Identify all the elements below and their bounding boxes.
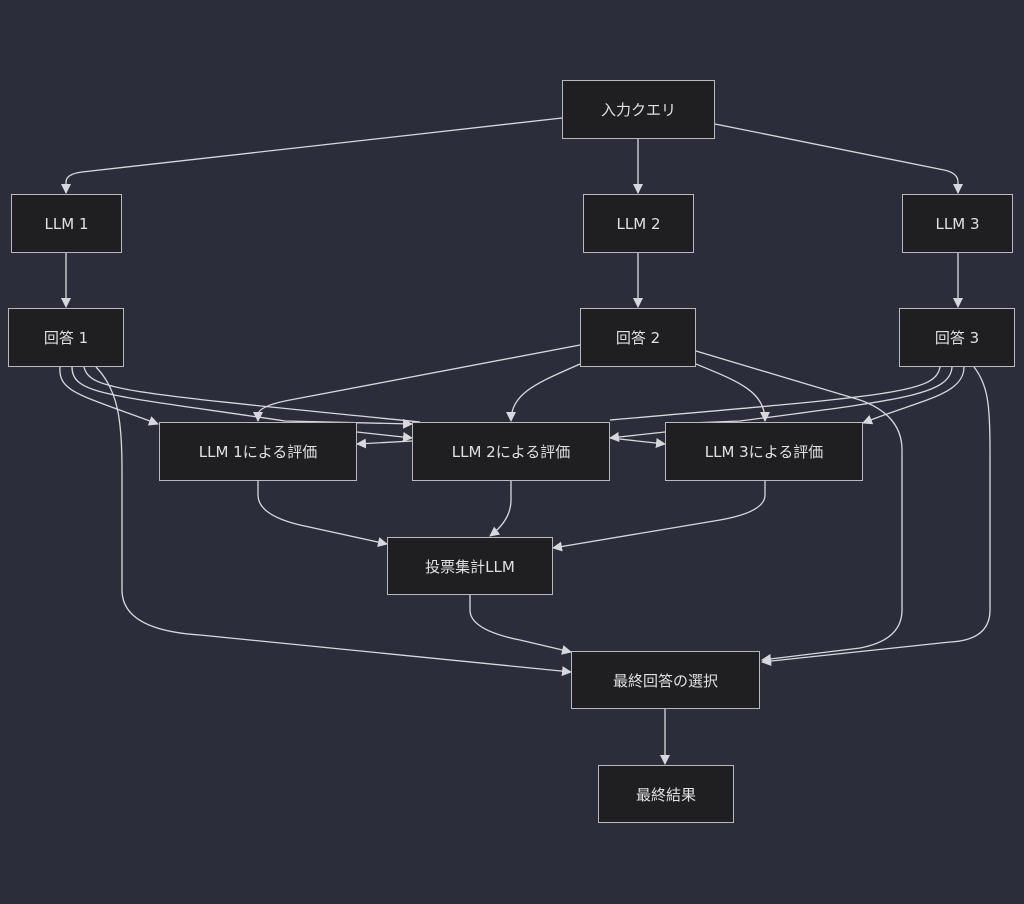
node-llm2: LLM 2	[583, 194, 694, 253]
edge-eval2-eval3	[609, 437, 666, 448]
edge-eval1-vote	[257, 481, 388, 547]
node-answer3: 回答 3	[899, 308, 1015, 367]
edge-query-llm1	[61, 117, 563, 194]
edge-vote-select	[469, 595, 572, 655]
edge-answer1-eval2	[71, 366, 413, 429]
edge-answer2-eval2	[506, 363, 581, 422]
node-eval3: LLM 3による評価	[665, 422, 863, 481]
node-select: 最終回答の選択	[571, 651, 760, 709]
edge-answer3-eval1	[609, 366, 941, 421]
node-query: 入力クエリ	[562, 80, 715, 139]
edge-eval2-vote	[489, 481, 512, 537]
node-label: LLM 2による評価	[451, 443, 571, 461]
edge-eval3-eval2	[609, 431, 666, 442]
node-llm3: LLM 3	[902, 194, 1013, 253]
edge-eval3-vote	[552, 481, 766, 552]
edge-answer1-select	[95, 366, 572, 677]
node-result: 最終結果	[598, 765, 734, 823]
edge-answer2-eval3	[695, 363, 770, 422]
edge-query-llm3	[714, 123, 963, 194]
edge-answer3-eval2	[689, 366, 953, 424]
node-label: 回答 2	[615, 329, 661, 347]
node-label: LLM 1	[44, 214, 89, 233]
edge-answer1-eval1	[59, 366, 159, 426]
node-label: LLM 2	[616, 214, 661, 233]
edge-answer3-select	[761, 366, 991, 667]
node-eval2: LLM 2による評価	[412, 422, 610, 481]
node-answer2: 回答 2	[580, 308, 696, 367]
node-llm1: LLM 1	[11, 194, 122, 253]
edge-answer2-eval1	[253, 344, 581, 422]
node-label: LLM 1による評価	[198, 443, 318, 461]
node-label: 回答 3	[934, 329, 980, 347]
edge-eval2-eval1	[356, 438, 413, 449]
edge-answer1-eval3	[83, 366, 421, 423]
edge-eval1-eval2	[356, 431, 413, 442]
node-label: 投票集計LLM	[425, 557, 515, 576]
node-vote: 投票集計LLM	[387, 537, 553, 595]
node-label: 最終結果	[635, 785, 696, 804]
node-label: LLM 3	[935, 214, 980, 233]
node-eval1: LLM 1による評価	[159, 422, 357, 481]
node-label: 最終回答の選択	[612, 671, 718, 690]
node-label: 回答 1	[43, 329, 89, 347]
node-label: LLM 3による評価	[704, 443, 824, 461]
edge-answer2-select	[695, 350, 903, 664]
edge-answer3-eval3	[862, 366, 965, 425]
node-label: 入力クエリ	[600, 101, 676, 119]
node-answer1: 回答 1	[8, 308, 124, 367]
